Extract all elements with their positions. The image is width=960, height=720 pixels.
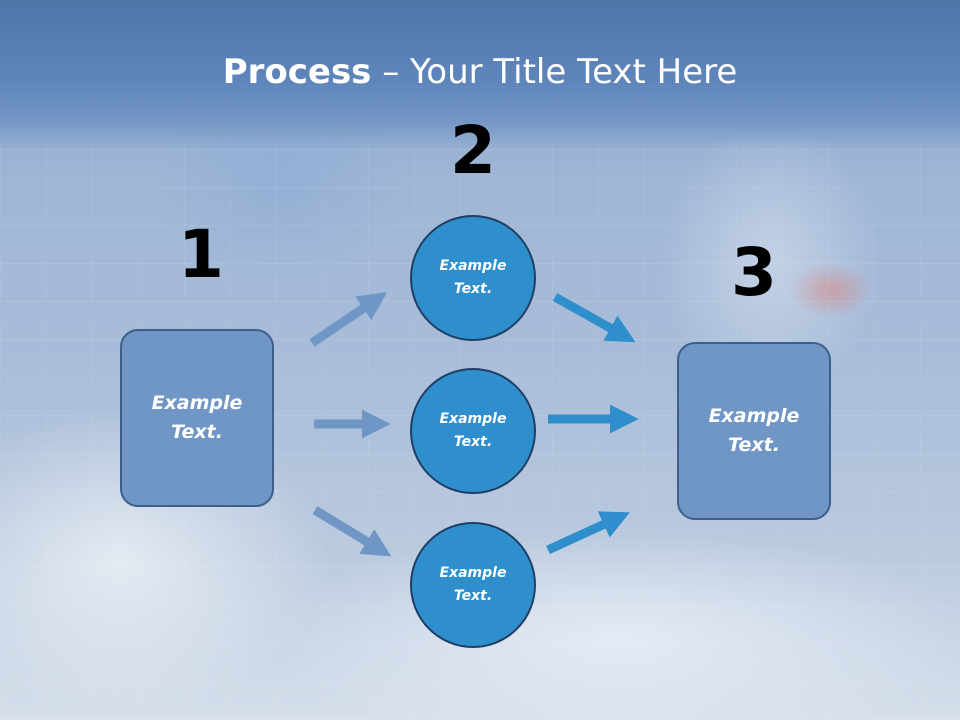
- step-number-2: 2: [450, 112, 496, 189]
- circle-bottom[interactable]: Example Text.: [410, 522, 536, 648]
- circle-top-text: Example Text.: [439, 258, 507, 297]
- title-bold: Process: [222, 52, 372, 92]
- right-text-box[interactable]: Example Text.: [677, 342, 831, 520]
- circle-top[interactable]: Example Text.: [410, 215, 536, 341]
- slide-title: Process – Your Title Text Here: [0, 52, 960, 92]
- right-box-text: Example Text.: [708, 405, 800, 456]
- left-box-text: Example Text.: [151, 392, 243, 443]
- circle-bottom-text: Example Text.: [439, 565, 507, 604]
- arrow-right-top: [552, 293, 636, 343]
- arrow-left-bottom: [312, 506, 392, 557]
- circle-middle-text: Example Text.: [439, 411, 507, 450]
- step-number-3: 3: [731, 234, 777, 311]
- left-text-box[interactable]: Example Text.: [120, 329, 274, 507]
- step-number-1: 1: [178, 216, 224, 293]
- title-bar: [0, 0, 960, 150]
- title-rest: – Your Title Text Here: [371, 52, 738, 92]
- circle-middle[interactable]: Example Text.: [410, 368, 536, 494]
- arrow-left-top: [309, 292, 388, 347]
- arrow-right-bottom: [546, 511, 630, 555]
